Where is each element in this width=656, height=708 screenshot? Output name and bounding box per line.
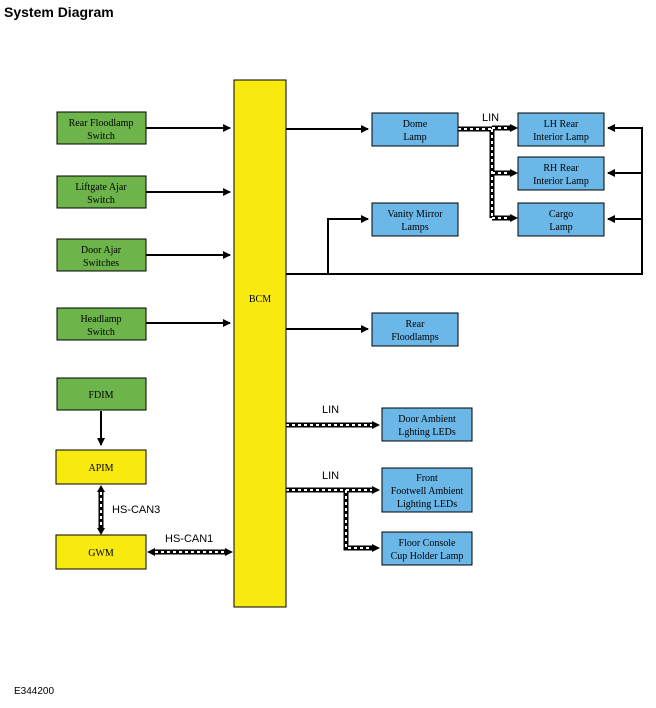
- wire-feed-loop: [286, 127, 643, 275]
- svg-text:LH Rear: LH Rear: [544, 119, 579, 130]
- svg-text:Lamps: Lamps: [401, 222, 428, 233]
- page-title: System Diagram: [4, 4, 114, 20]
- lin-bus-door-ambient: [286, 421, 380, 429]
- svg-text:Headlamp: Headlamp: [80, 314, 121, 325]
- svg-text:Footwell Ambient: Footwell Ambient: [391, 486, 464, 497]
- rh-rear-interior-lamp: RH Rear Interior Lamp: [517, 156, 605, 191]
- svg-text:Interior Lamp: Interior Lamp: [533, 132, 589, 143]
- svg-text:RH Rear: RH Rear: [543, 163, 579, 174]
- cargo-lamp: Cargo Lamp: [517, 202, 605, 237]
- lin-bus-footwell: [286, 486, 380, 552]
- vanity-mirror-lamps: Vanity Mirror Lamps: [371, 202, 459, 237]
- svg-text:Door Ajar: Door Ajar: [81, 245, 122, 256]
- svg-text:Switches: Switches: [83, 258, 119, 269]
- hs-can3-label: HS-CAN3: [112, 504, 160, 516]
- floor-console-cup-holder-lamp: Floor Console Cup Holder Lamp: [381, 531, 473, 566]
- rear-floodlamp-switch: Rear Floodlamp Switch: [56, 111, 147, 145]
- hs-can1-label: HS-CAN1: [165, 533, 213, 545]
- svg-text:Front: Front: [416, 473, 438, 484]
- svg-text:Floor Console: Floor Console: [399, 538, 457, 549]
- wires: [97, 124, 643, 446]
- hs-can3-bus: [97, 485, 105, 535]
- door-ambient-lighting-leds: Door Ambient Lghting LEDs: [381, 407, 473, 442]
- svg-text:APIM: APIM: [88, 463, 113, 474]
- svg-text:Interior Lamp: Interior Lamp: [533, 176, 589, 187]
- svg-text:Floodlamps: Floodlamps: [391, 332, 438, 343]
- hs-can1-bus: [147, 548, 233, 556]
- lin-label-2: LIN: [322, 404, 339, 416]
- svg-text:Liftgate Ajar: Liftgate Ajar: [75, 182, 127, 193]
- lin-label-3: LIN: [322, 470, 339, 482]
- svg-text:Lamp: Lamp: [549, 222, 572, 233]
- svg-text:Switch: Switch: [87, 131, 115, 142]
- svg-text:Lghting LEDs: Lghting LEDs: [398, 427, 456, 438]
- bus-lines: [97, 124, 518, 556]
- svg-text:Door Ambient: Door Ambient: [398, 414, 456, 425]
- svg-text:Lighting LEDs: Lighting LEDs: [397, 499, 457, 510]
- svg-text:Rear Floodlamp: Rear Floodlamp: [69, 118, 134, 129]
- svg-text:Cup Holder Lamp: Cup Holder Lamp: [391, 551, 464, 562]
- wire-vanity-mirror: [327, 215, 369, 274]
- lin-label-1: LIN: [482, 112, 499, 124]
- apim-module: APIM: [55, 449, 147, 485]
- svg-text:Dome: Dome: [403, 119, 428, 130]
- figure-id: E344200: [14, 686, 55, 697]
- front-footwell-ambient-leds: Front Footwell Ambient Lighting LEDs: [381, 467, 473, 513]
- svg-text:Switch: Switch: [87, 327, 115, 338]
- svg-text:Rear: Rear: [406, 319, 426, 330]
- fdim-module: FDIM: [56, 377, 147, 411]
- bcm-label: BCM: [249, 294, 271, 305]
- svg-text:FDIM: FDIM: [88, 390, 113, 401]
- svg-text:Cargo: Cargo: [549, 209, 573, 220]
- svg-text:Switch: Switch: [87, 195, 115, 206]
- door-ajar-switches: Door Ajar Switches: [56, 238, 147, 272]
- bcm-module: BCM: [233, 79, 287, 608]
- liftgate-ajar-switch: Liftgate Ajar Switch: [56, 175, 147, 209]
- headlamp-switch: Headlamp Switch: [56, 307, 147, 341]
- svg-text:GWM: GWM: [88, 548, 114, 559]
- svg-text:Vanity Mirror: Vanity Mirror: [387, 209, 443, 220]
- lh-rear-interior-lamp: LH Rear Interior Lamp: [517, 112, 605, 147]
- svg-text:Lamp: Lamp: [403, 132, 426, 143]
- lin-bus-rear-lamps: [458, 124, 518, 222]
- gwm-module: GWM: [55, 534, 147, 570]
- rear-floodlamps: Rear Floodlamps: [371, 312, 459, 347]
- dome-lamp: Dome Lamp: [371, 112, 459, 147]
